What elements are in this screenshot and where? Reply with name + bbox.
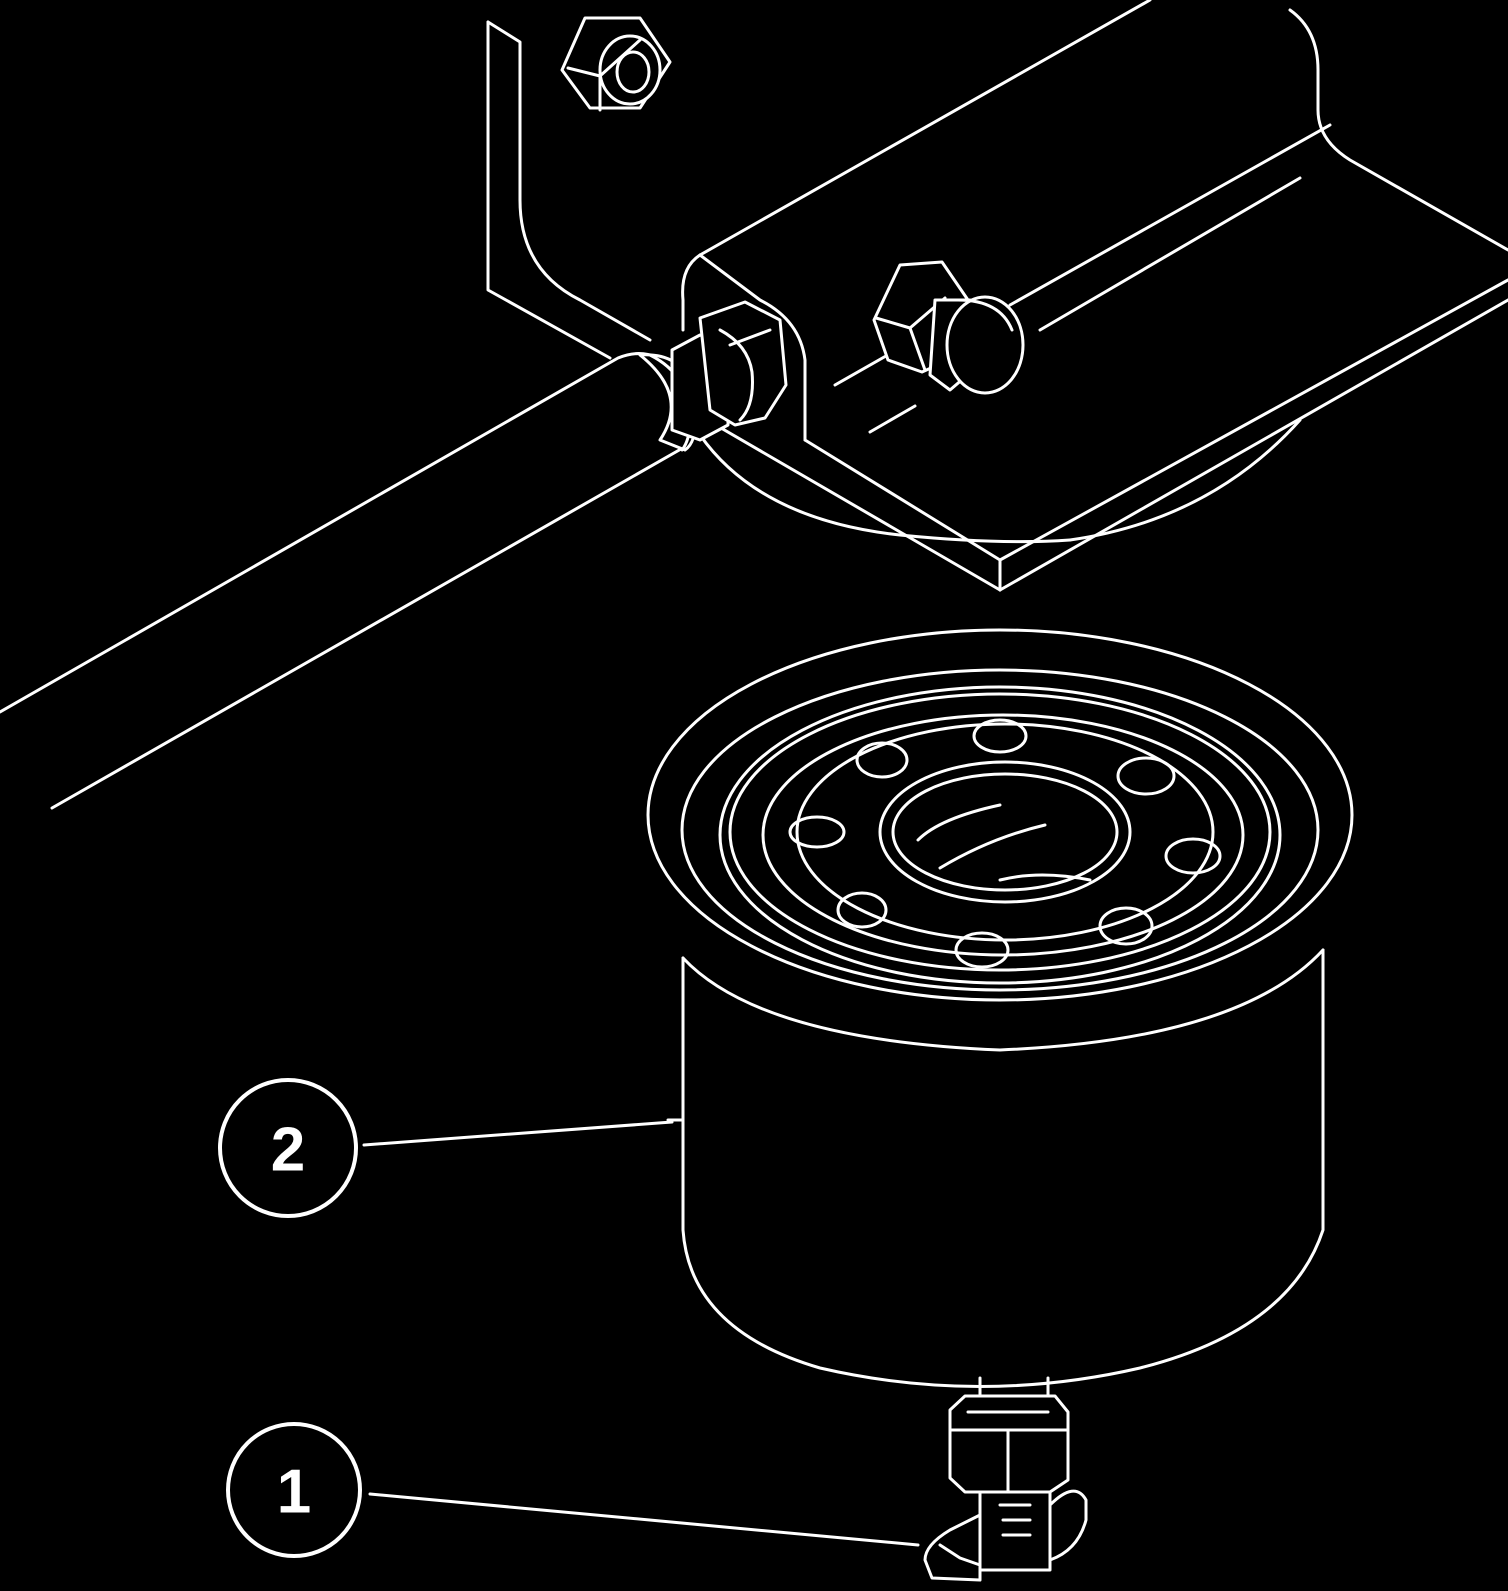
top-nut <box>560 16 672 112</box>
fuel-hose <box>0 352 698 810</box>
bracket-bolt <box>872 260 1025 395</box>
mounting-bracket <box>486 0 1508 592</box>
filter-top <box>646 628 1354 1002</box>
hose-fitting <box>670 300 788 442</box>
callout-2-number: 2 <box>271 1116 305 1185</box>
callout-1: 1 <box>226 1422 920 1558</box>
filter-canister <box>666 948 1325 1388</box>
callout-2: 2 <box>218 1078 674 1218</box>
callout-1-number: 1 <box>277 1458 311 1527</box>
filter-holes <box>788 718 1222 969</box>
drain-valve <box>923 1376 1088 1582</box>
